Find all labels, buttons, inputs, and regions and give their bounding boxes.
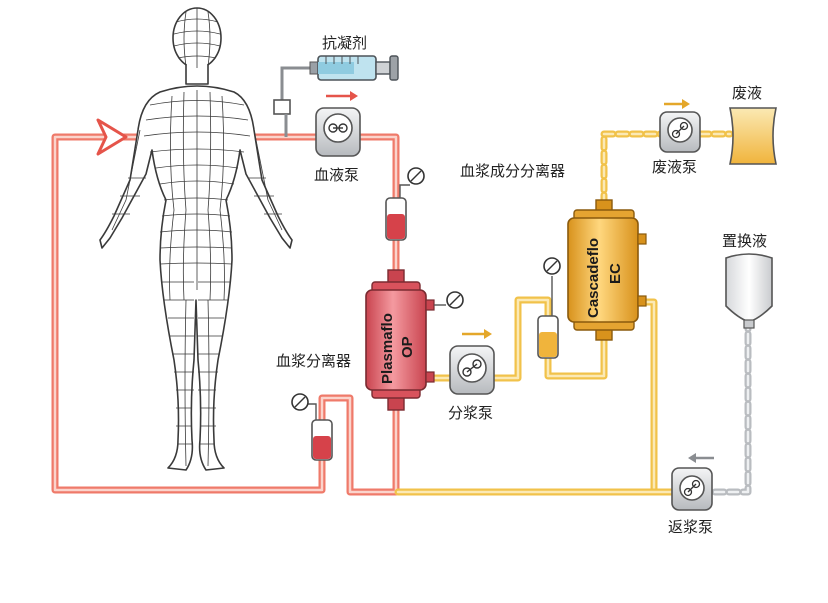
waste-pump-label: 废液泵 [652,158,697,176]
flow-arrow-icon [96,118,128,156]
cascadeflo-separator [567,199,647,341]
pressure-gauge-icon [291,393,309,411]
drip-chamber-icon [385,184,410,241]
plasmaflo-label-line2: OP [399,336,416,358]
venous-chamber-icon [306,403,333,461]
plasma-circuit-tubing [394,130,734,496]
human-body-icon [99,7,293,471]
plasma-separator-label: 血浆分离器 [276,352,351,370]
replacement-fluid-tubing [708,316,752,496]
plasmaflo-separator [365,269,446,411]
waste-fluid-label: 废液 [732,84,762,102]
replacement-fluid-label: 置换液 [722,232,767,250]
waste-bag-icon [729,107,777,165]
waste-pump-icon [659,99,701,153]
blood-pump-icon [315,91,361,157]
pressure-gauge-icon [446,291,464,309]
plasma-pump-icon [449,329,495,395]
anticoagulant-label: 抗凝剂 [322,34,367,52]
syringe-icon [273,55,399,137]
return-pump-label: 返浆泵 [668,518,713,536]
blood-pump-label: 血液泵 [314,166,359,184]
plasma-chamber-icon [537,276,559,359]
replacement-bag-icon [725,253,773,329]
cascadeflo-label-line2: EC [607,263,624,284]
plasma-component-separator-label: 血浆成分分离器 [460,162,565,180]
return-pump-icon [671,453,714,511]
pressure-gauge-icon [407,167,425,185]
cascadeflo-label-line1: Cascadeflo [585,238,602,318]
plasmaflo-label-line1: Plasmaflo [379,313,396,384]
plasma-pump-label: 分浆泵 [448,404,493,422]
pressure-gauge-icon [543,257,561,275]
